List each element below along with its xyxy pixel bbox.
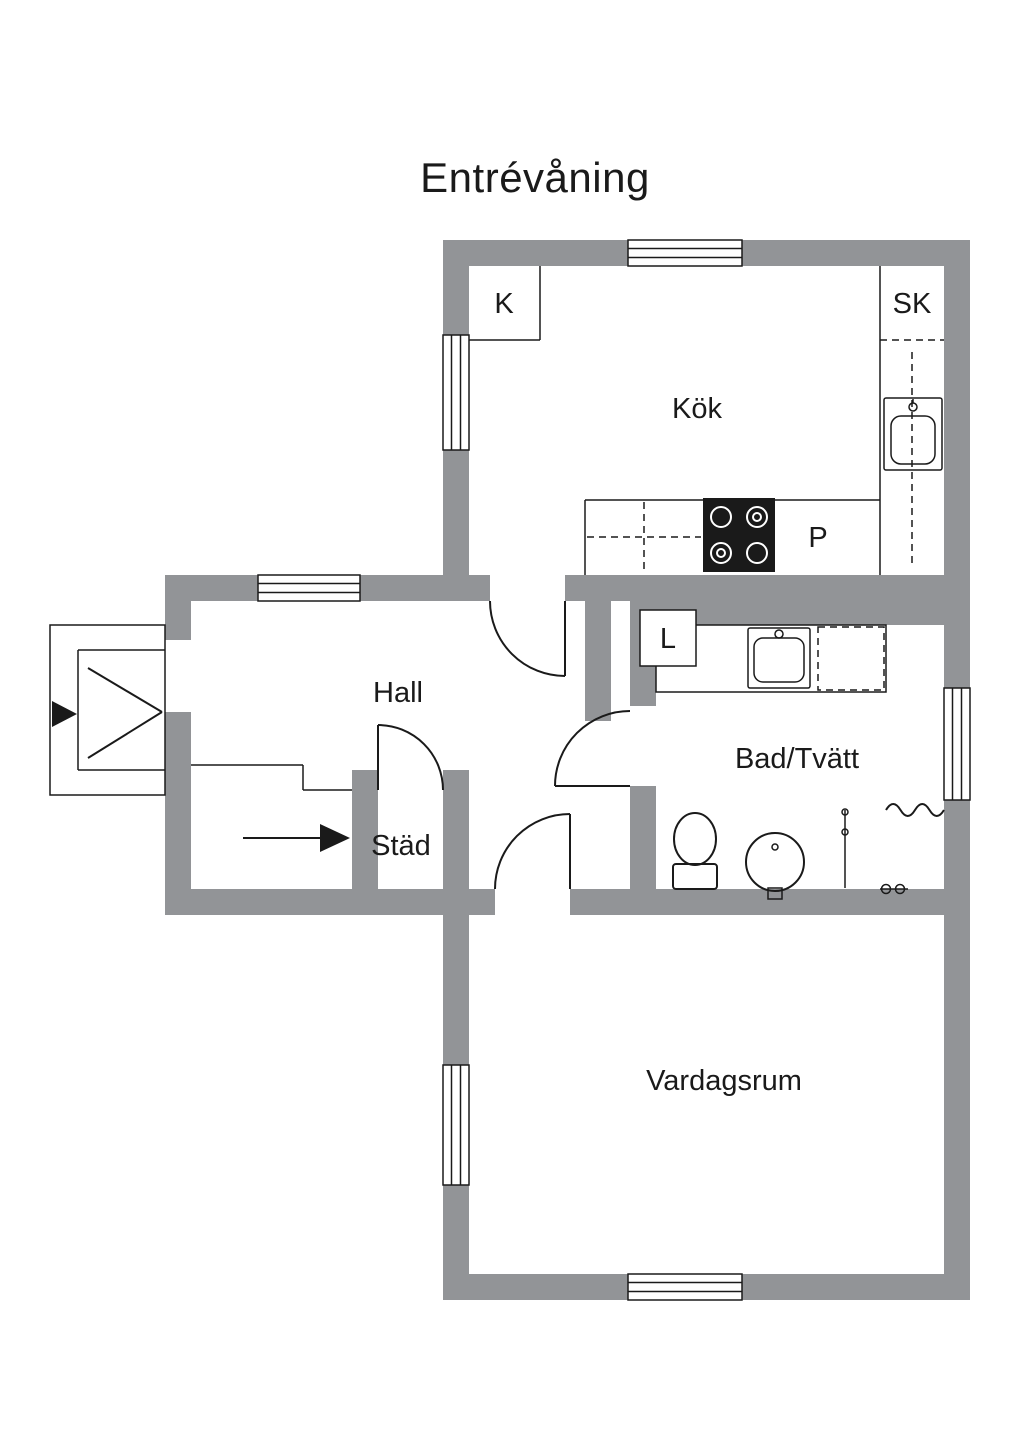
kitchen-door — [489, 600, 566, 677]
closet-l-box — [639, 609, 697, 667]
windows — [257, 239, 971, 1301]
toilet — [672, 812, 718, 890]
closet-k-outline — [469, 266, 541, 341]
living-door — [494, 813, 571, 890]
kitchen-door-opening — [490, 575, 565, 601]
closet-sk-outline — [879, 266, 944, 341]
wall-stad-right — [443, 770, 469, 889]
living-door-opening — [495, 889, 570, 915]
wall-hall-left — [165, 575, 191, 915]
washing-machine — [817, 626, 885, 691]
stad-door — [377, 724, 444, 791]
label-kitchen: Kök — [672, 393, 722, 425]
label-living: Vardagsrum — [646, 1065, 802, 1097]
bath-sink — [747, 627, 811, 689]
bath-fixtures — [639, 609, 945, 900]
shower-rail — [841, 808, 849, 888]
floor-valve — [880, 883, 908, 895]
window-living-left — [442, 1064, 470, 1186]
window-hall-top — [257, 574, 361, 602]
towel-radiator — [885, 803, 945, 817]
label-linen: L — [660, 623, 676, 655]
bath-door-opening — [630, 706, 656, 786]
kitchen-fixtures — [469, 266, 944, 575]
room-labels: K SK Kök P L Hall Bad/Tvätt Städ Vardags… — [371, 288, 932, 1097]
entry-porch — [49, 624, 166, 796]
entry-door-opening — [165, 640, 191, 712]
label-closet-k: K — [494, 288, 514, 320]
stairs-arrow-icon — [320, 824, 350, 852]
window-kitchen-left — [442, 334, 470, 451]
label-closet-sk: SK — [893, 288, 932, 320]
page-title: Entrévåning — [420, 154, 650, 201]
label-pantry: P — [808, 522, 827, 554]
window-bath-right — [943, 687, 971, 801]
stove — [703, 498, 775, 572]
wall-stad-left — [352, 770, 378, 915]
wall-bath-top — [654, 575, 944, 625]
label-cleaning: Städ — [371, 830, 431, 862]
bath-door — [554, 710, 631, 787]
kitchen-sink — [883, 397, 943, 471]
window-living-bottom — [627, 1273, 743, 1301]
entry-door — [87, 667, 163, 759]
label-hall: Hall — [373, 677, 423, 709]
stairs — [191, 764, 352, 852]
doors — [87, 600, 631, 890]
wall-corridor-stub — [585, 575, 611, 721]
label-bath: Bad/Tvätt — [735, 743, 859, 775]
window-kitchen-top — [627, 239, 743, 267]
round-basin — [745, 832, 805, 900]
wall-hall-bottom — [165, 889, 469, 915]
entry-arrow-icon — [52, 701, 77, 727]
door-openings — [165, 575, 656, 915]
